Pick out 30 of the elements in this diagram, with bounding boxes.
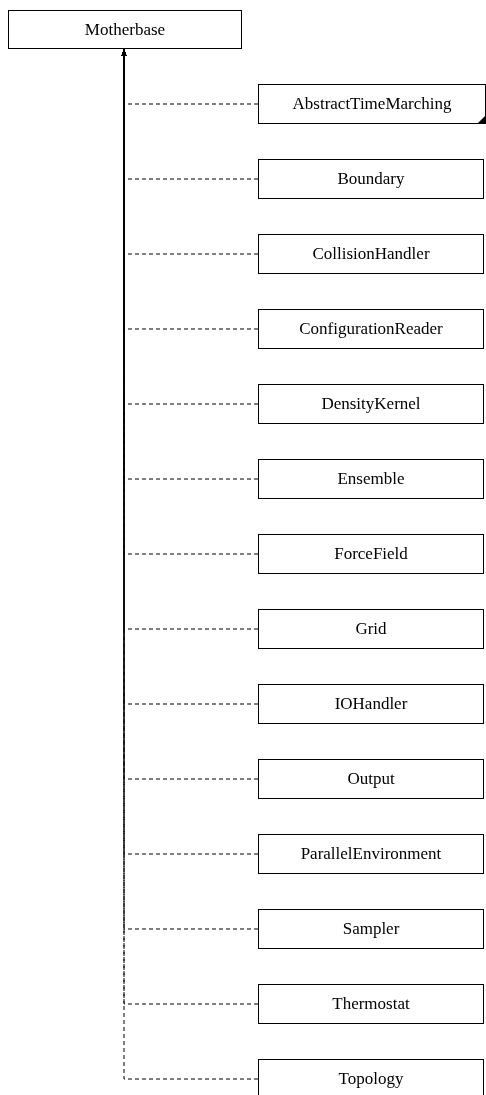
class-box (258, 984, 484, 1024)
class-name: Ensemble (337, 468, 405, 491)
class-name: Motherbase (84, 18, 166, 41)
class-name: Grid (355, 618, 387, 641)
class-name: Sampler (342, 918, 400, 941)
class-box (258, 534, 484, 574)
class-box (258, 759, 484, 799)
class-box (258, 684, 484, 724)
class-name: DensityKernel (321, 393, 421, 416)
class-box (258, 234, 484, 274)
class-name: ParallelEnvironment (300, 843, 442, 866)
class-box (258, 459, 484, 499)
class-name: Output (347, 768, 395, 791)
class-box (258, 909, 484, 949)
class-box (258, 834, 484, 874)
class-box (258, 1059, 484, 1095)
class-name: ForceField (334, 543, 408, 566)
class-name: Thermostat (332, 993, 410, 1016)
class-box (258, 84, 486, 124)
class-name: Boundary (337, 168, 405, 191)
class-name: Topology (338, 1068, 404, 1091)
class-box (258, 159, 484, 199)
class-box (258, 609, 484, 649)
class-box (8, 10, 242, 49)
class-name: IOHandler (334, 693, 408, 716)
class-box (258, 384, 484, 424)
class-name: CollisionHandler (312, 243, 430, 266)
class-box (258, 309, 484, 349)
class-name: AbstractTimeMarching (292, 93, 452, 116)
class-name: ConfigurationReader (299, 318, 443, 341)
